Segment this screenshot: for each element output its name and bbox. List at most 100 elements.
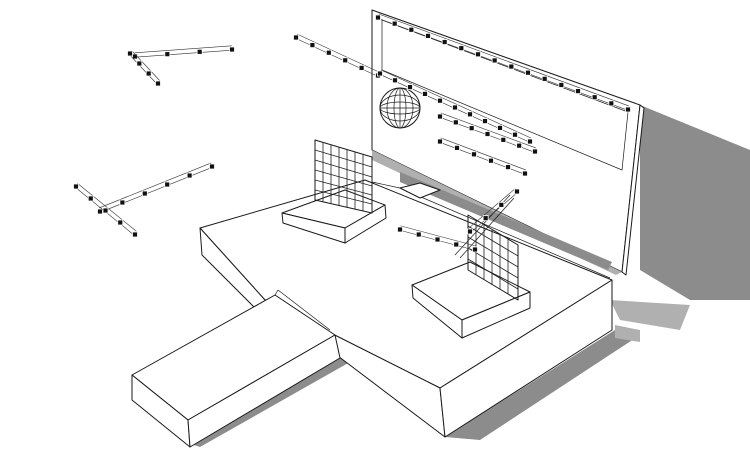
light-fixture — [458, 45, 465, 52]
light-fixture — [391, 20, 398, 27]
light-fixture — [467, 111, 473, 118]
truss-chord — [99, 162, 212, 209]
light-fixture — [408, 26, 415, 33]
truss-chord — [77, 183, 137, 232]
light-fixture — [437, 97, 443, 104]
light-fixture — [472, 246, 478, 253]
light-fixture — [164, 181, 171, 188]
light-fixture — [512, 131, 518, 138]
light-fixture — [454, 144, 460, 151]
light-fixture — [309, 42, 316, 48]
light-fixture — [145, 70, 152, 77]
truss-chord — [135, 49, 233, 58]
light-fixture — [475, 51, 481, 58]
light-fixture — [527, 138, 533, 145]
light-fixture — [500, 136, 507, 143]
truss-group — [73, 13, 631, 253]
light-fixture — [293, 34, 299, 41]
light-fixture — [498, 201, 505, 208]
light-fixture — [437, 113, 443, 120]
truss-chord — [134, 45, 232, 54]
light-fixture — [437, 138, 443, 145]
light-fixture — [375, 14, 381, 21]
truss-chord — [468, 188, 516, 229]
light-fixture — [127, 50, 133, 57]
light-fixture — [229, 46, 235, 53]
light-fixture — [441, 39, 448, 45]
light-fixture — [491, 57, 498, 64]
lighting-truss-center — [377, 69, 533, 145]
light-fixture — [608, 100, 615, 107]
mirror-ball — [379, 87, 421, 129]
light-fixture — [186, 172, 193, 179]
light-fixture — [497, 125, 503, 131]
light-fixture — [505, 164, 511, 171]
lighting-truss-center-2 — [437, 112, 538, 155]
hanging-truss-left-lower-drop — [73, 183, 138, 238]
light-fixture — [514, 188, 520, 195]
lighting-truss-cross — [397, 225, 478, 253]
lighting-truss-on-wall — [375, 13, 631, 113]
lighting-truss-center-3 — [437, 137, 528, 177]
light-fixture — [591, 94, 598, 101]
light-fixture — [425, 33, 431, 39]
light-fixture — [407, 84, 413, 90]
light-fixture — [209, 163, 215, 170]
light-fixture — [342, 57, 349, 64]
light-fixture — [508, 63, 515, 70]
truss-chord — [377, 17, 628, 111]
light-fixture — [484, 131, 491, 137]
light-fixture — [155, 80, 161, 87]
light-fixture — [325, 49, 332, 56]
hanging-truss-top — [293, 33, 381, 79]
riser-left — [281, 189, 387, 244]
lighting-grid-right — [454, 194, 519, 301]
light-fixture — [482, 118, 488, 124]
light-fixture — [415, 231, 422, 238]
light-fixture — [541, 75, 548, 82]
truss-chord — [440, 137, 526, 171]
lighting-truss-diag — [467, 188, 520, 235]
light-fixture — [453, 241, 460, 248]
light-fixture — [358, 65, 365, 71]
light-fixture — [392, 77, 398, 84]
truss-chord — [131, 50, 160, 81]
light-fixture — [471, 151, 477, 158]
light-fixture — [452, 104, 458, 111]
light-fixture — [377, 70, 383, 77]
light-fixture — [532, 148, 538, 155]
truss-chord — [440, 112, 536, 149]
light-fixture — [452, 119, 459, 126]
light-fixture — [196, 48, 203, 55]
light-fixture — [468, 125, 475, 132]
truss-chord — [378, 13, 629, 107]
light-fixture — [87, 195, 94, 202]
truss-chord — [400, 225, 476, 247]
light-fixture — [397, 226, 403, 233]
light-fixture — [132, 53, 138, 60]
lighting-grid-left — [314, 139, 373, 214]
light-fixture — [488, 157, 494, 164]
light-fixture — [132, 231, 138, 238]
light-fixture — [625, 106, 631, 113]
light-fixture — [119, 199, 126, 206]
light-fixture — [522, 170, 528, 177]
light-fixture — [97, 208, 103, 215]
light-fixture — [117, 219, 124, 226]
truss-chord — [296, 33, 380, 73]
hanging-truss-left-upper-drop — [127, 50, 161, 87]
light-fixture — [434, 236, 441, 243]
light-fixture — [164, 51, 171, 58]
light-fixture — [422, 91, 428, 97]
hanging-truss-left-lower — [97, 162, 215, 215]
riser-right — [411, 261, 531, 339]
light-fixture — [136, 60, 143, 67]
light-fixture — [467, 228, 473, 235]
truss-chord — [128, 53, 157, 84]
light-fixture — [525, 69, 531, 76]
light-fixture — [575, 88, 581, 94]
light-fixture — [516, 142, 523, 149]
light-fixture — [558, 82, 565, 88]
truss-chord — [380, 69, 532, 139]
